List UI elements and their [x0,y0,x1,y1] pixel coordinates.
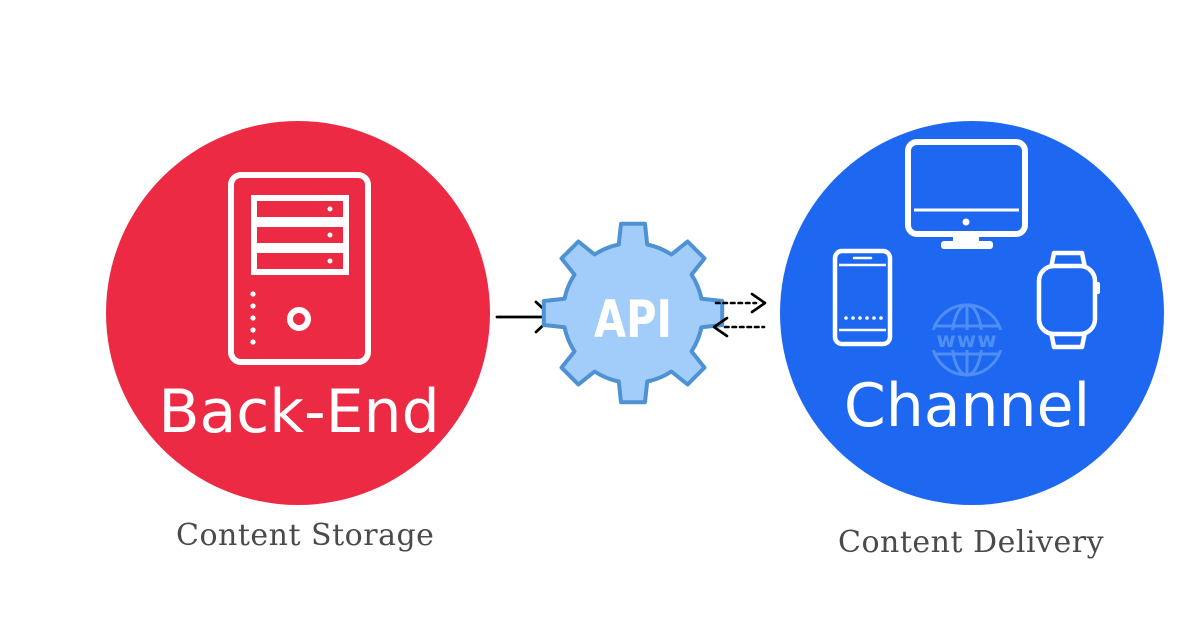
channel-circle [780,121,1164,505]
smartphone-icon [832,248,893,347]
channel-title: Channel [844,371,1090,441]
channel-caption: Content Delivery [838,525,1105,560]
dotted-arrows-api-channel [712,292,767,338]
backend-caption: Content Storage [176,518,435,553]
desktop-monitor-icon [905,139,1028,249]
api-label: API [594,290,672,350]
server-tower-icon [228,172,371,365]
server-dots [250,206,333,345]
api-gear-group: API [541,221,725,405]
channel-group: www Channel [780,121,1164,505]
backend-group: Back-End [106,121,490,505]
globe-www-label: www [936,328,997,352]
backend-title: Back-End [158,377,439,447]
smartwatch-icon [1036,250,1100,350]
gear-icon [541,221,725,405]
globe-www-icon [928,303,1006,377]
